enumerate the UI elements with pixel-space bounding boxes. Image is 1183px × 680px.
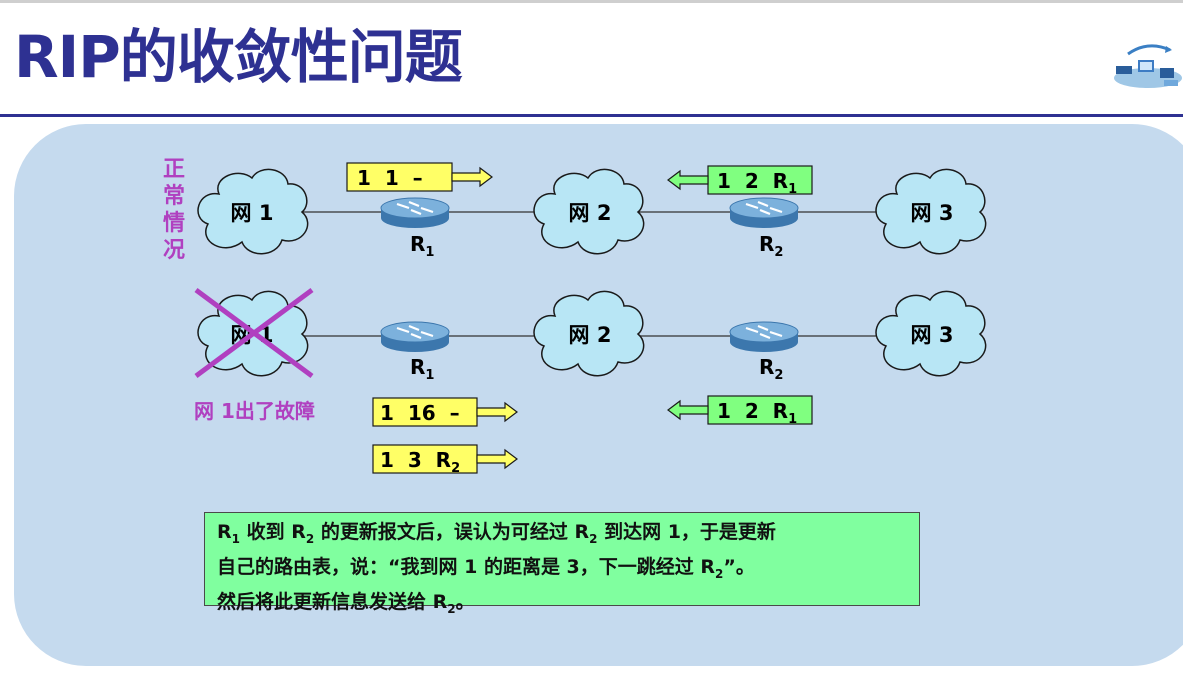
explanation-note: R1 收到 R2 的更新报文后，误认为可经过 R2 到达网 1，于是更新 自己的… bbox=[204, 512, 920, 615]
note-line-3: 然后将此更新信息发送给 R2。 bbox=[217, 590, 475, 616]
normal-label-char: 况 bbox=[163, 238, 185, 263]
arrow-right-icon bbox=[476, 449, 518, 469]
arrow-left-icon bbox=[667, 170, 709, 190]
msg-box-top-r1 bbox=[346, 162, 453, 192]
arrow-right-icon bbox=[476, 402, 518, 422]
router-r1-top-icon bbox=[379, 196, 451, 230]
msg-text-top-r2: 1 2 R1 bbox=[717, 169, 797, 197]
r1-label-bottom: R1 bbox=[410, 355, 434, 383]
net1-label-top: 网 1 bbox=[231, 201, 274, 225]
page-title: RIP的收敛性问题 bbox=[14, 23, 463, 91]
r2-label-bottom: R2 bbox=[759, 355, 783, 383]
arrow-left-icon bbox=[667, 400, 709, 420]
net2-label-bottom: 网 2 bbox=[569, 323, 612, 347]
router-r2-top-icon bbox=[728, 196, 800, 230]
msg-text-bottom-r1-a: 1 16 – bbox=[380, 401, 460, 425]
normal-label-char: 常 bbox=[163, 183, 185, 209]
arrow-right-icon bbox=[451, 167, 493, 187]
msg-text-bottom-r2: 1 2 R1 bbox=[717, 399, 797, 427]
r2-label-top: R2 bbox=[759, 232, 783, 260]
top-border bbox=[0, 0, 1183, 3]
net3-label-top: 网 3 bbox=[911, 201, 954, 225]
router-r2-bottom-icon bbox=[728, 320, 800, 354]
msg-text-top-r1: 1 1 – bbox=[357, 166, 423, 190]
r1-label-top: R1 bbox=[410, 232, 434, 260]
net2-label-top: 网 2 bbox=[569, 201, 612, 225]
normal-label-char: 情 bbox=[163, 210, 185, 236]
note-line-1: R1 收到 R2 的更新报文后，误认为可经过 R2 到达网 1，于是更新 bbox=[217, 521, 776, 546]
msg-box-bottom-r2 bbox=[707, 395, 813, 425]
fault-label: 网 1出了故障 bbox=[194, 399, 315, 423]
fault-cross-icon bbox=[194, 287, 314, 379]
msg-box-bottom-r1-a bbox=[372, 397, 478, 427]
title-underline bbox=[0, 114, 1183, 117]
router-r1-bottom-icon bbox=[379, 320, 451, 354]
network-logo-icon bbox=[1114, 44, 1182, 88]
note-line-2: 自己的路由表，说：“我到网 1 的距离是 3，下一跳经过 R2”。 bbox=[217, 555, 755, 581]
normal-label-char: 正 bbox=[163, 157, 185, 182]
msg-text-bottom-r1-b: 1 3 R2 bbox=[380, 448, 460, 476]
net3-label-bottom: 网 3 bbox=[911, 323, 954, 347]
msg-box-bottom-r1-b bbox=[372, 444, 478, 474]
